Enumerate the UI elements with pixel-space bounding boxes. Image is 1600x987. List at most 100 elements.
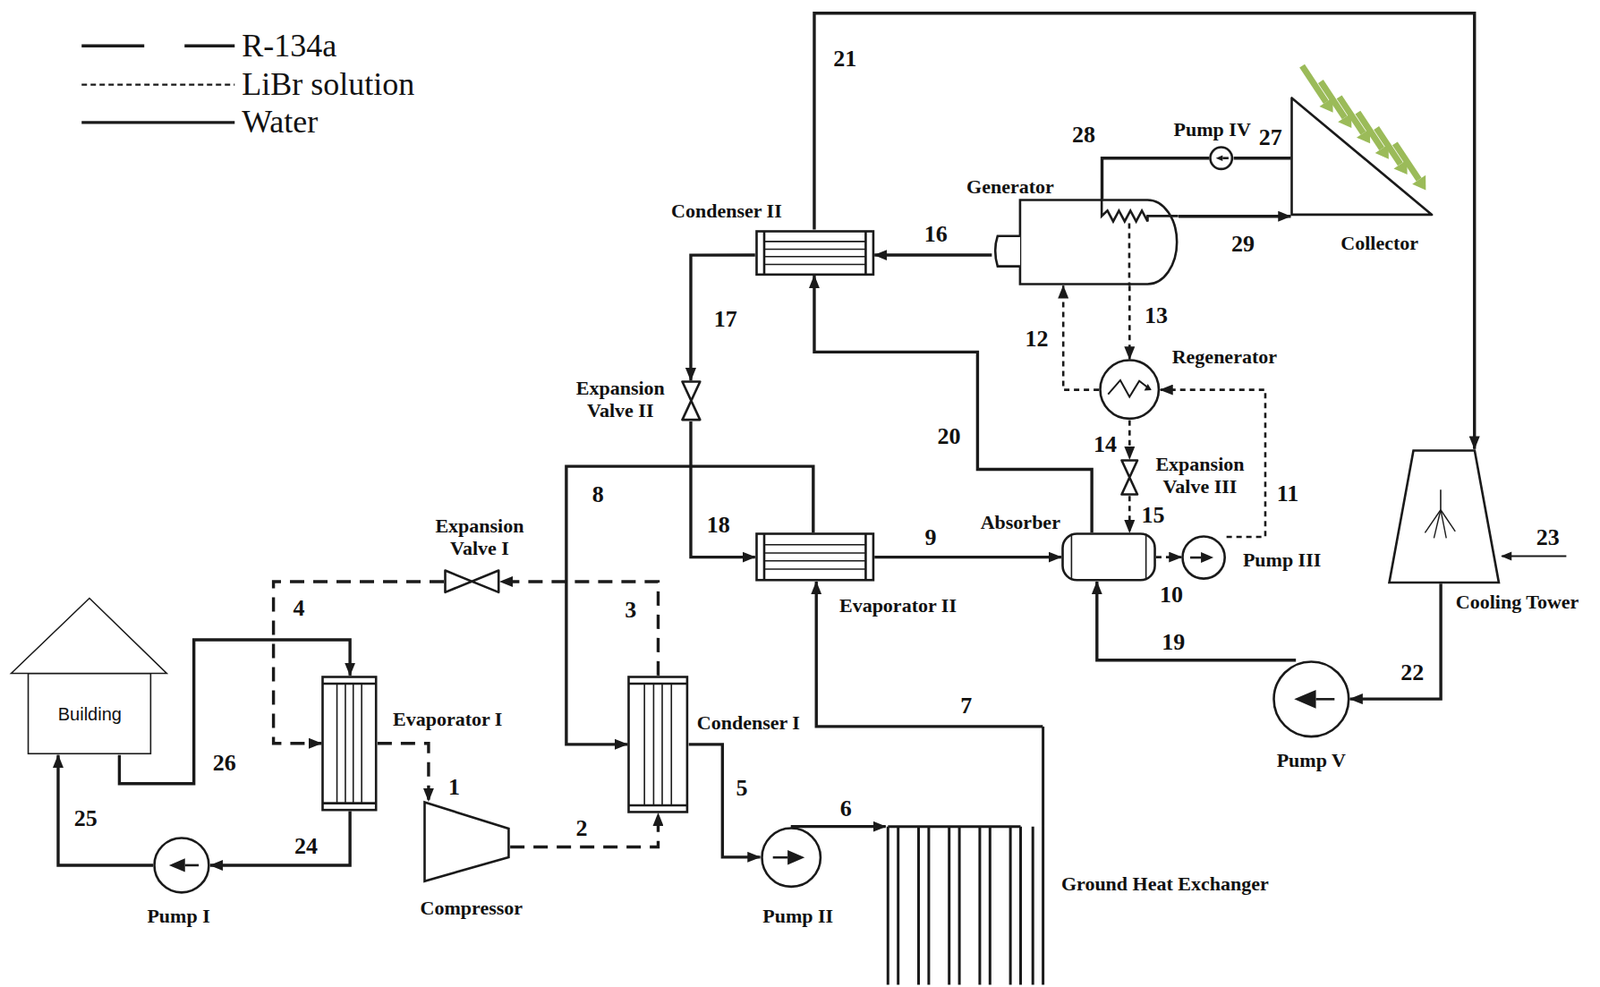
tube bbox=[764, 255, 866, 258]
exchanger-shell bbox=[756, 230, 873, 274]
component-shape bbox=[885, 726, 1046, 985]
flow-line bbox=[1128, 420, 1132, 460]
state-number: 12 bbox=[1025, 326, 1049, 353]
collector-panel bbox=[1292, 98, 1433, 215]
state-number: 11 bbox=[1276, 481, 1300, 508]
component-label: Cooling Tower bbox=[1455, 590, 1580, 613]
air-inlet-line bbox=[1500, 551, 1512, 561]
component: Expansion Valve I bbox=[443, 569, 501, 594]
component-shape bbox=[1061, 532, 1157, 582]
pump-arrow bbox=[1216, 154, 1224, 162]
component-shape bbox=[9, 596, 169, 756]
valve-symbol bbox=[1122, 460, 1139, 495]
state-number: 6 bbox=[840, 796, 852, 823]
state-number: 13 bbox=[1144, 303, 1168, 330]
component: Pump II bbox=[760, 826, 822, 888]
exchanger-shell bbox=[323, 676, 377, 810]
tube-sheet bbox=[864, 534, 868, 581]
component: Expansion Valve III bbox=[1120, 459, 1140, 496]
state-number: 29 bbox=[1231, 231, 1255, 258]
component-label: Evaporator I bbox=[392, 707, 503, 731]
valve-symbol bbox=[445, 570, 500, 593]
state-number: 2 bbox=[575, 816, 588, 843]
component-label: Condenser I bbox=[697, 711, 800, 734]
flow-line bbox=[1102, 158, 1210, 200]
spray-nozzle bbox=[1433, 509, 1441, 538]
flow-line bbox=[58, 755, 154, 866]
sun-ray bbox=[1412, 175, 1426, 191]
legend-sample bbox=[81, 120, 235, 124]
legend-label: LiBr solution bbox=[241, 67, 415, 103]
state-number: 28 bbox=[1072, 122, 1096, 149]
heating-coil bbox=[1102, 198, 1180, 222]
component: Expansion Valve II bbox=[680, 380, 702, 422]
pump-arrow bbox=[185, 864, 199, 868]
flow-line bbox=[210, 811, 350, 866]
flow-line bbox=[1128, 285, 1132, 359]
building-roof bbox=[11, 598, 168, 674]
pump-arrow bbox=[1293, 689, 1316, 709]
flow-line bbox=[690, 421, 756, 558]
flow-line bbox=[1350, 583, 1442, 699]
flow-line bbox=[500, 581, 659, 676]
component-shape bbox=[760, 826, 822, 888]
state-number: 16 bbox=[924, 221, 948, 248]
component-label: Condenser II bbox=[671, 199, 783, 222]
tube bbox=[344, 683, 347, 804]
tube-sheet bbox=[629, 804, 688, 808]
component: Cooling Tower bbox=[1387, 449, 1500, 585]
flow-line bbox=[510, 813, 658, 848]
component-shape bbox=[1098, 358, 1160, 420]
component: Condenser I bbox=[627, 675, 689, 814]
pump-arrow bbox=[772, 856, 787, 860]
vessel-seam bbox=[1145, 534, 1148, 581]
state-number: 25 bbox=[74, 806, 98, 833]
tube bbox=[764, 263, 866, 265]
tube bbox=[661, 683, 664, 806]
state-number: 20 bbox=[936, 424, 961, 451]
component-label: Absorber bbox=[980, 510, 1061, 534]
component-label: Building bbox=[58, 704, 122, 725]
state-number: 4 bbox=[293, 595, 306, 622]
regenerator-coil bbox=[1107, 380, 1150, 397]
component: Pump III bbox=[1181, 535, 1226, 580]
state-number: 5 bbox=[736, 775, 749, 802]
component-label: Pump II bbox=[762, 904, 834, 928]
legend-sample bbox=[81, 83, 235, 86]
legend-sample bbox=[81, 44, 235, 48]
flow-line bbox=[1156, 555, 1183, 559]
component-shape bbox=[1272, 660, 1351, 739]
component: Building bbox=[9, 596, 169, 756]
tube bbox=[764, 247, 866, 250]
state-number: 14 bbox=[1093, 432, 1117, 459]
absorber-vessel bbox=[1062, 534, 1155, 581]
tube-sheet bbox=[763, 534, 766, 581]
component: Pump IV bbox=[1208, 145, 1234, 171]
pump-arrow bbox=[787, 850, 805, 865]
flow-line bbox=[874, 555, 1062, 559]
component-shape bbox=[423, 800, 511, 883]
state-number: 10 bbox=[1159, 582, 1183, 609]
state-number: 26 bbox=[212, 750, 237, 777]
state-number: 19 bbox=[1161, 629, 1185, 656]
component-shape bbox=[443, 569, 501, 594]
component: Evaporator II bbox=[755, 532, 875, 582]
tube bbox=[764, 544, 866, 546]
state-number: 22 bbox=[1400, 660, 1424, 687]
state-number: 18 bbox=[706, 512, 731, 539]
component: Generator bbox=[991, 198, 1179, 286]
pump-casing bbox=[1273, 661, 1349, 737]
pump-arrow bbox=[1201, 552, 1215, 563]
component-label: Evaporator II bbox=[839, 594, 957, 617]
tube bbox=[764, 240, 866, 243]
legend-label: Water bbox=[241, 104, 318, 141]
tube bbox=[352, 683, 355, 804]
flow-line bbox=[689, 744, 761, 858]
tube bbox=[764, 560, 866, 562]
tube-sheet bbox=[864, 230, 868, 274]
state-number: 17 bbox=[714, 306, 738, 333]
state-number: 9 bbox=[924, 525, 937, 552]
flow-line bbox=[1063, 285, 1099, 390]
state-number: 3 bbox=[624, 597, 637, 624]
